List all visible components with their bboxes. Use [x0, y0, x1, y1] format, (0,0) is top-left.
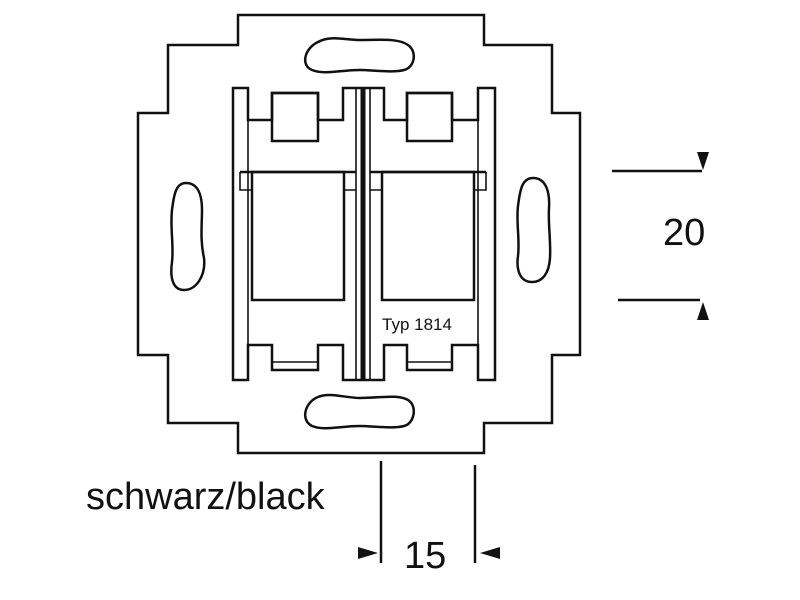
outer-frame [136, 13, 582, 455]
mounting-slot-top [303, 37, 416, 74]
type-label: Typ 1814 [382, 315, 452, 334]
jack-opening-left [250, 170, 346, 302]
mounting-slot-bottom [303, 393, 416, 430]
latch-top-left [270, 91, 320, 143]
jack-opening-right [380, 170, 476, 302]
color-label: schwarz/black [86, 476, 326, 518]
dim-label-20: 20 [663, 212, 705, 254]
mounting-slot-left [170, 181, 206, 292]
dim-label-15: 15 [404, 535, 446, 577]
mounting-slot-right [516, 176, 552, 284]
latch-top-right [405, 91, 454, 143]
